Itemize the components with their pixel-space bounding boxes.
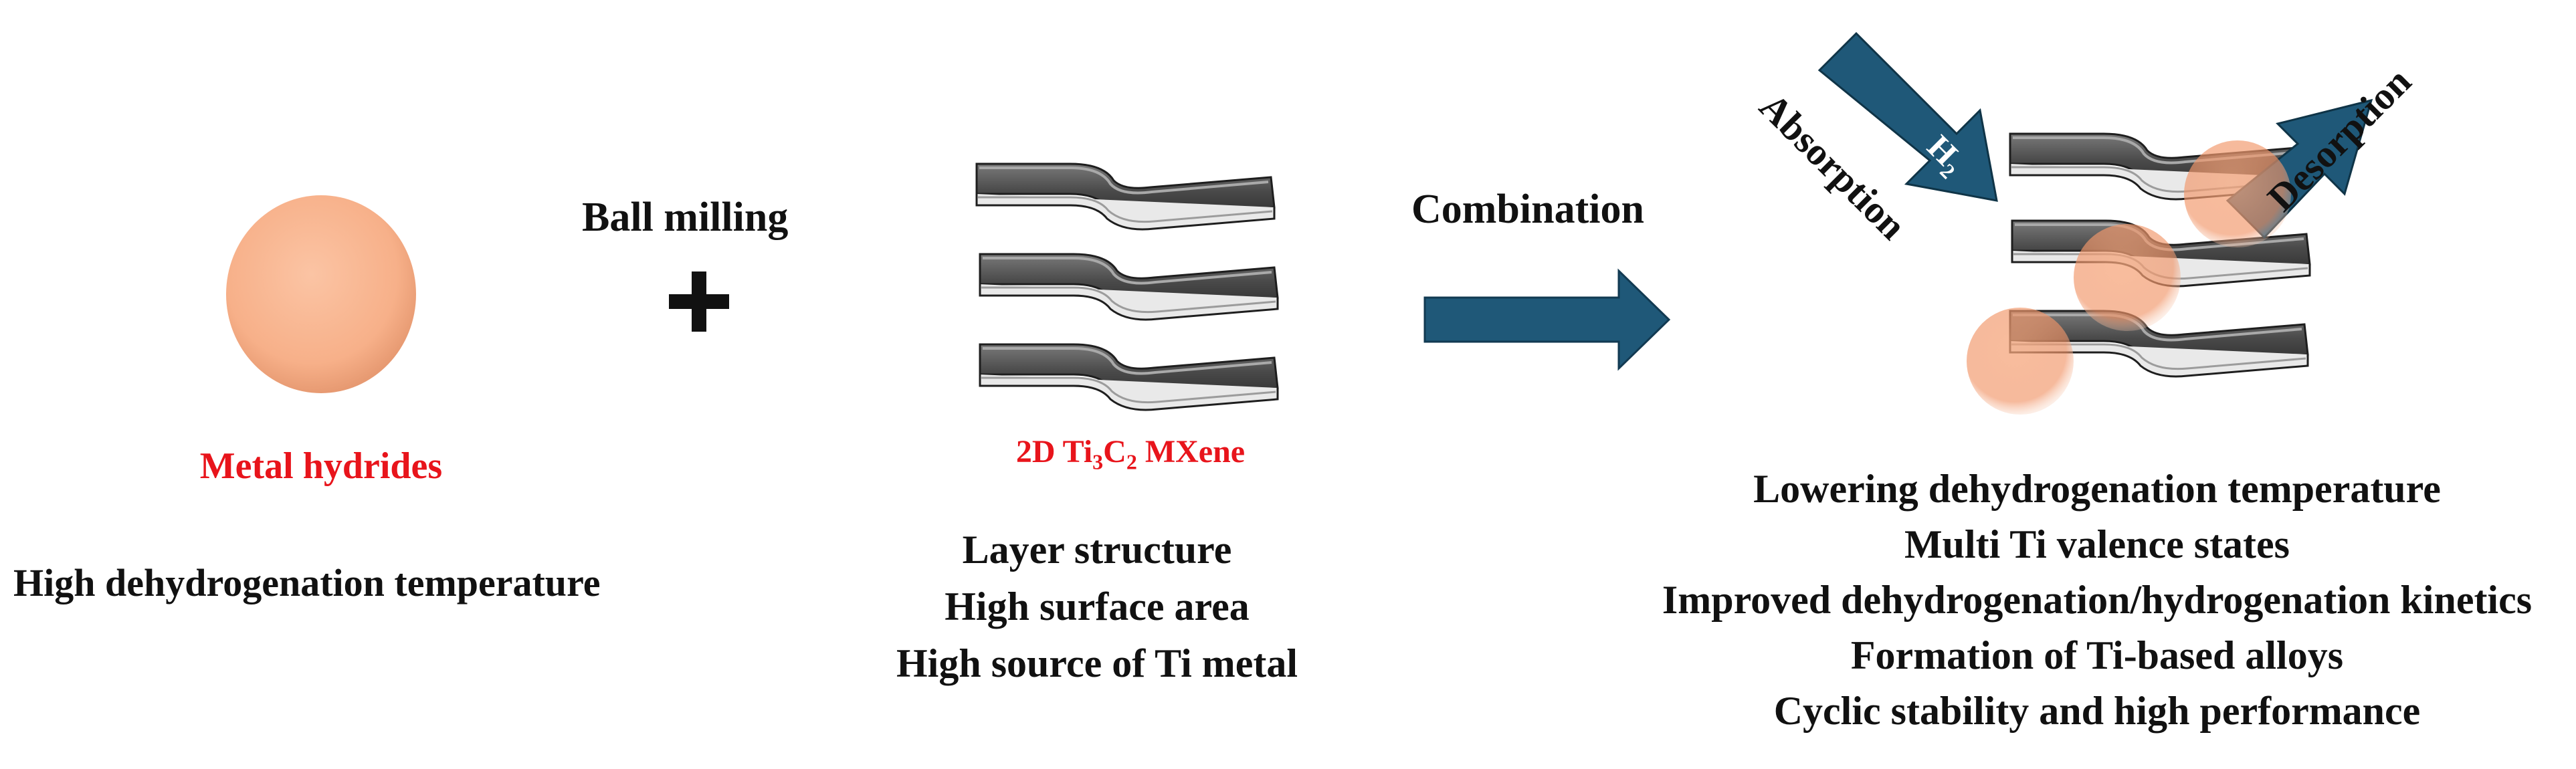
mxene-layer (979, 253, 1279, 321)
benefit-item: Cyclic stability and high performance (1773, 689, 2421, 733)
mxene-subscript-ti: 3 (1092, 449, 1104, 474)
mxene-layer (979, 343, 1279, 411)
h2-subscript: 2 (2340, 45, 2351, 70)
hydride-particle (2074, 224, 2181, 331)
mxene-name-carbon: C (1103, 434, 1126, 469)
ball-milling-label: Ball milling (582, 195, 789, 240)
mxene-label: 2D Ti3C2 MXene (957, 433, 1304, 475)
metal-hydride-label: Metal hydrides (199, 445, 443, 487)
hydride-particle (2184, 140, 2291, 247)
mxene-name-suffix: MXene (1136, 434, 1246, 469)
h2-desorption-label: H2 (2314, 27, 2351, 70)
mxene-name-prefix: 2D Ti (1015, 434, 1093, 469)
hydride-particle (1967, 308, 2074, 415)
benefit-item: Multi Ti valence states (1904, 522, 2290, 566)
absorption-arrow (1817, 31, 1998, 202)
metal-hydride-sphere (226, 195, 416, 393)
mxene-stack (975, 162, 1279, 411)
mxene-subscript-c: 2 (1126, 449, 1137, 474)
mxene-properties: Layer structure High surface area High s… (829, 522, 1365, 692)
mxene-layer (975, 162, 1276, 231)
benefit-item: Lowering dehydrogenation temperature (1753, 467, 2441, 511)
benefit-item: Improved dehydrogenation/hydrogenation k… (1662, 578, 2533, 622)
combination-label: Combination (1411, 187, 1644, 232)
mxene-property: High source of Ti metal (896, 641, 1298, 685)
metal-hydride-property: High dehydrogenation temperature (13, 561, 601, 605)
plus-icon (669, 271, 729, 332)
mxene-property: Layer structure (962, 528, 1232, 572)
benefit-item: Formation of Ti-based alloys (1850, 633, 2344, 677)
composite-benefits: Lowering dehydrogenation temperature Mul… (1625, 461, 2569, 739)
h2-symbol: H (2314, 27, 2341, 65)
mxene-property: High surface area (945, 584, 1250, 629)
combination-arrow (1423, 268, 1671, 371)
